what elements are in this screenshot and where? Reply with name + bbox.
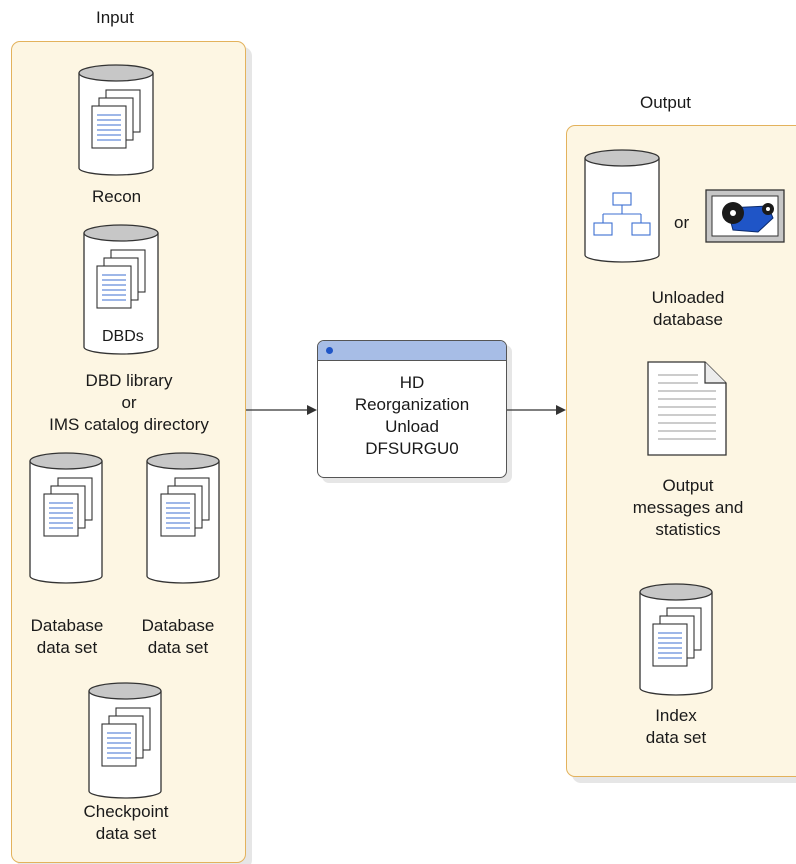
process-label: HD Reorganization Unload DFSURGU0 (318, 372, 506, 460)
label-line: data set (95, 824, 157, 843)
label-line: data set (36, 638, 98, 657)
hd-reorganization-unload-process: HD Reorganization Unload DFSURGU0 (317, 340, 507, 478)
dbds-label: DBDs (102, 328, 144, 345)
process-title-bar (318, 341, 506, 361)
output-messages-label: Output messages and statistics (618, 475, 758, 541)
label-line: Database (30, 616, 104, 635)
label-line: Database (141, 616, 215, 635)
index-data-set-label: Index data set (621, 705, 731, 749)
recon-dataset-icon (78, 64, 154, 176)
dbd-library-label: DBD library or IMS catalog directory (14, 370, 244, 436)
input-title: Input (96, 8, 134, 27)
label-line: DBD library (85, 371, 173, 390)
label-line: Unloaded (651, 288, 725, 307)
or-label: or (674, 213, 690, 232)
label-line: Index (655, 706, 697, 725)
label-line: Checkpoint (83, 802, 169, 821)
report-document-icon (647, 361, 727, 456)
database-dataset-1-icon (29, 452, 103, 584)
label-line: Output (662, 476, 714, 495)
checkpoint-dataset-icon (88, 682, 162, 799)
tape-icon (705, 189, 785, 243)
unloaded-database-label: Unloaded database (628, 287, 748, 331)
index-dataset-icon (639, 583, 713, 696)
process-line: HD (399, 373, 425, 392)
window-dot-icon (326, 347, 333, 354)
label-line: database (653, 310, 723, 329)
dbd-library-icon (83, 224, 159, 355)
label-line: IMS catalog directory (49, 415, 209, 434)
recon-label: Recon (92, 187, 142, 206)
label-line: data set (147, 638, 209, 657)
process-line: Reorganization (354, 395, 470, 414)
database-dataset-2-icon (146, 452, 220, 584)
unloaded-database-icon (584, 149, 660, 263)
label-line: messages and (632, 498, 744, 517)
arrow-process-to-output (507, 405, 566, 415)
process-line: Unload (385, 417, 439, 436)
checkpoint-label: Checkpoint data set (66, 801, 186, 845)
label-line: data set (645, 728, 707, 747)
database-data-set-1-label: Database data set (17, 615, 117, 659)
arrow-input-to-process (246, 405, 317, 415)
label-line: statistics (655, 520, 721, 539)
database-data-set-2-label: Database data set (128, 615, 228, 659)
process-line: DFSURGU0 (365, 439, 459, 458)
output-title: Output (640, 93, 692, 112)
label-line: or (121, 393, 137, 412)
